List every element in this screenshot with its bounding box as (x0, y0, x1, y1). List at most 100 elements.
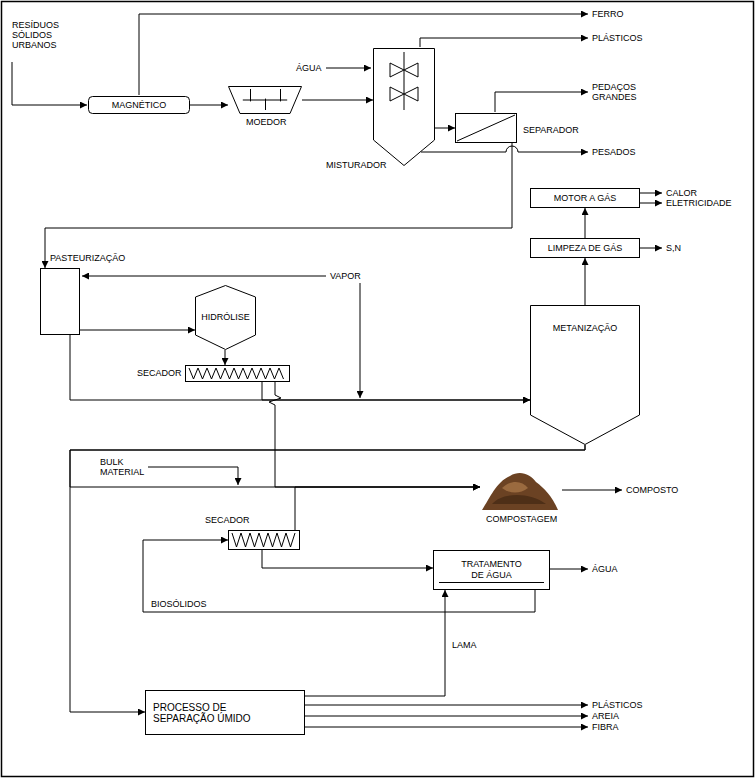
shape-outline (531, 306, 640, 445)
flow-connector (45, 143, 512, 268)
process-node: HIDRÓLISE (195, 285, 256, 350)
flow-connector (70, 445, 585, 712)
stream-label: PLÁSTICOS (592, 33, 643, 43)
node-label: MOEDOR (246, 117, 287, 128)
output-line (495, 92, 588, 112)
shape-outline (374, 49, 435, 166)
node-label: SECADOR (205, 515, 250, 526)
process-node: MAGNÉTICO (88, 96, 190, 114)
flow-connector (305, 590, 445, 696)
process-node: METANIZAÇÃO (530, 305, 640, 445)
shape-outline (186, 366, 290, 382)
feed-line (12, 62, 87, 105)
node-label: COMPOSTAGEM (486, 514, 557, 525)
shape-outline (456, 114, 517, 143)
process-node: SECADOR (228, 530, 300, 550)
output-line (421, 146, 588, 152)
stream-label: RESÍDUOS SÓLIDOS URBANOS (12, 20, 72, 50)
shape-outline (482, 473, 558, 510)
steam-line (360, 283, 361, 398)
steam-line (82, 276, 326, 277)
node-label: PROCESSO DE SEPARAÇÃO ÚMIDO (153, 702, 273, 724)
flow-label: LAMA (451, 640, 478, 650)
stream-label: BULK MATERIAL (100, 457, 150, 477)
flow-connector (262, 550, 433, 568)
node-label: SEPARADOR (523, 125, 579, 136)
flow-connector (269, 382, 480, 487)
shape-outline (146, 691, 305, 735)
flow-connector (80, 330, 195, 331)
flow-connector (302, 100, 373, 101)
process-node: PASTEURIZAÇÃO (40, 268, 80, 335)
stream-label: VAPOR (330, 271, 361, 281)
process-node: SECADOR (185, 365, 290, 382)
node-label: TRATAMENTO DE ÁGUA (461, 559, 523, 581)
process-node: MISTURADOR (373, 48, 435, 166)
shape-outline (41, 269, 80, 335)
stream-label: PESADOS (592, 147, 636, 157)
flow-label: BIOSÓLIDOS (150, 599, 208, 609)
shape-outline (229, 531, 300, 550)
flow-connector (585, 208, 586, 238)
shape-outline (89, 97, 190, 114)
output-line (305, 705, 588, 706)
process-node: COMPOSTAGEM (480, 468, 560, 510)
stream-label: ÁGUA (296, 63, 322, 73)
flow-connector (70, 335, 530, 400)
shape-outline (531, 239, 640, 258)
node-label: MISTURADOR (326, 160, 387, 171)
stream-label: PLÁSTICOS (592, 700, 643, 710)
stream-label: ELETRICIDADE (666, 198, 732, 208)
output-line (562, 490, 622, 491)
node-shape (228, 86, 302, 114)
output-line (305, 716, 588, 717)
stream-label: FERRO (592, 9, 624, 19)
output-line (139, 14, 588, 95)
flow-connector (225, 350, 226, 365)
node-label: PASTEURIZAÇÃO (50, 253, 125, 264)
shape-outline (434, 551, 550, 590)
process-node: MOTOR A GÁS (530, 188, 640, 208)
process-node: TRATAMENTO DE ÁGUA (433, 550, 550, 590)
flow-connector (295, 487, 480, 530)
flow-connector (262, 382, 530, 400)
flow-connector (190, 105, 228, 106)
input-line (326, 68, 371, 69)
stream-label: CALOR (666, 188, 697, 198)
output-line (640, 203, 662, 204)
node-label: METANIZAÇÃO (553, 323, 617, 334)
output-line (305, 727, 588, 728)
node-shape (373, 48, 435, 166)
flow-connector (435, 128, 455, 129)
process-node: PROCESSO DE SEPARAÇÃO ÚMIDO (145, 690, 305, 735)
flow-connector (585, 258, 586, 305)
input-line (148, 467, 238, 485)
node-label: SECADOR (137, 368, 182, 379)
shape-outline (531, 189, 640, 208)
stream-label: ÁGUA (592, 564, 618, 574)
output-line (420, 38, 588, 47)
stream-label: COMPOSTO (626, 485, 678, 495)
stream-label: FIBRA (592, 722, 619, 732)
process-node: LIMPEZA DE GÁS (530, 238, 640, 258)
node-label: HIDRÓLISE (201, 312, 250, 323)
node-label: LIMPEZA DE GÁS (548, 243, 623, 254)
shape-outline (196, 286, 256, 350)
node-shape (455, 113, 517, 143)
node-label: MAGNÉTICO (112, 100, 167, 111)
output-line (640, 248, 662, 249)
node-label: MOTOR A GÁS (554, 193, 616, 204)
stream-label: S,N (666, 243, 681, 253)
process-node: MOEDOR (228, 86, 302, 114)
stream-label: AREIA (592, 711, 619, 721)
process-node: SEPARADOR (455, 113, 517, 143)
node-shape (185, 365, 290, 382)
output-line (640, 193, 662, 194)
node-shape (480, 468, 560, 510)
output-line (550, 569, 588, 570)
shape-outline (229, 87, 302, 114)
node-shape (228, 530, 300, 550)
stream-label: PEDAÇOS GRANDES (592, 82, 642, 102)
